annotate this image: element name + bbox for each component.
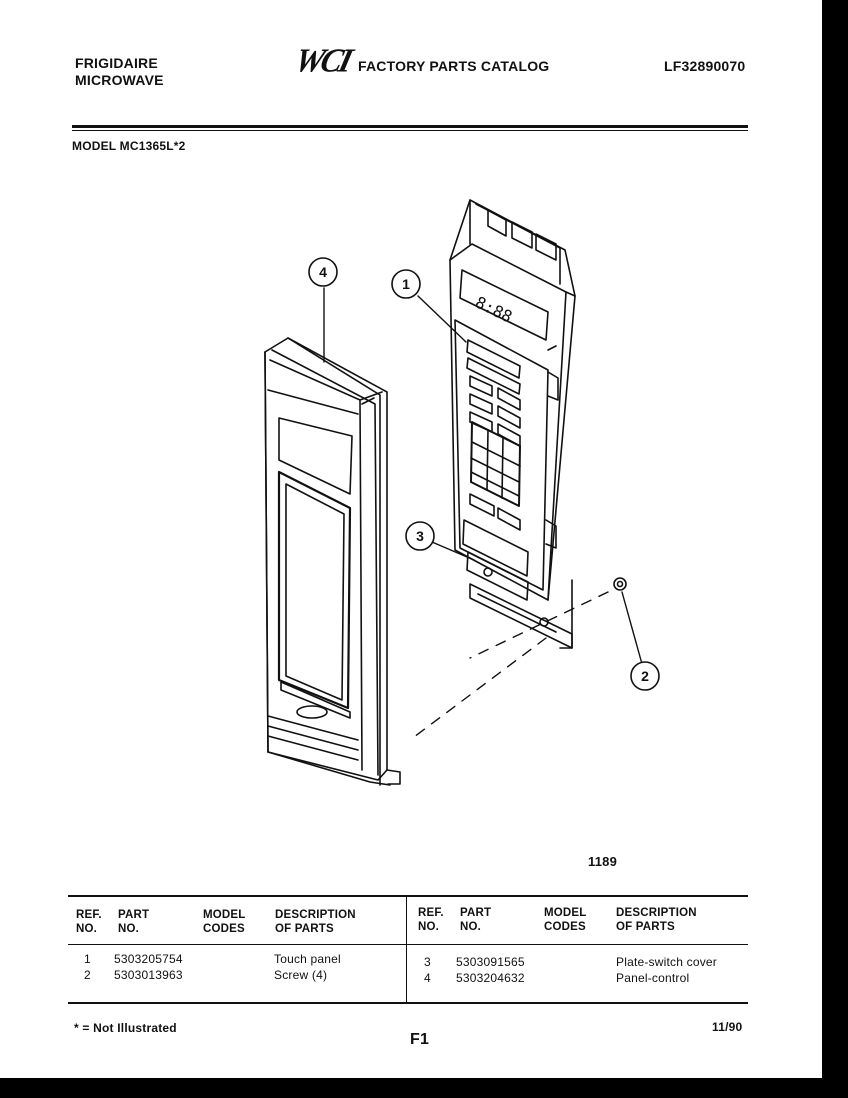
callout-circle-4 [308, 257, 338, 287]
brand-line-2: MICROWAVE [75, 72, 164, 88]
brand-line-1: FRIGIDAIRE [75, 55, 158, 71]
callout-label-4: 4 [319, 264, 327, 280]
callout-circle-1 [391, 269, 421, 299]
header-ref-right: REF.NO. [418, 907, 444, 933]
screw-drawing [613, 577, 627, 591]
model-number: MC1365L*2 [119, 139, 186, 153]
table-row-ref: 3 [424, 955, 431, 969]
header-rule-top [72, 125, 748, 128]
table-row-desc: Plate-switch cover [616, 955, 717, 969]
model-line: MODEL MC1365L*2 [72, 139, 186, 153]
alignment-lines [409, 591, 609, 741]
scan-border-bottom [0, 1078, 848, 1098]
table-divider [406, 897, 407, 1002]
header-ref: REF.NO. [76, 909, 102, 935]
callout-label-1: 1 [402, 276, 410, 292]
table-rule-top [68, 895, 748, 897]
catalog-number: LF32890070 [664, 58, 746, 74]
table-row-desc: Screw (4) [274, 968, 328, 982]
table-row-ref: 1 [84, 952, 91, 966]
scan-border-right [822, 0, 848, 1098]
table-rule-header [68, 944, 748, 945]
callout-label-2: 2 [641, 668, 649, 684]
header-rule-bottom [72, 130, 748, 131]
page-number: F1 [410, 1031, 430, 1048]
catalog-date: 11/90 [712, 1020, 743, 1034]
table-row-ref: 4 [424, 971, 431, 985]
table-row-part: 5303013963 [114, 968, 183, 982]
model-label: MODEL [72, 139, 117, 153]
touch-panel-drawing [264, 337, 401, 786]
table-row-desc: Touch panel [274, 952, 341, 966]
table-row-ref: 2 [84, 968, 91, 982]
drawing-number: 1189 [588, 854, 618, 869]
callout-label-3: 3 [416, 528, 424, 544]
table-row-part: 5303205754 [114, 952, 183, 966]
control-panel-drawing: 8:88 [449, 199, 576, 649]
table-row-part: 5303091565 [456, 955, 525, 969]
table-row-desc: Panel-control [616, 971, 690, 985]
catalog-title: FACTORY PARTS CATALOG [358, 58, 550, 74]
callout-circle-2 [630, 661, 660, 691]
callout-circles [308, 257, 660, 691]
table-rule-bottom [68, 1002, 748, 1004]
table-row-part: 5303204632 [456, 971, 525, 985]
callout-leaders [323, 287, 643, 665]
not-illustrated-note: * = Not Illustrated [74, 1021, 177, 1035]
callout-circle-3 [405, 521, 435, 551]
